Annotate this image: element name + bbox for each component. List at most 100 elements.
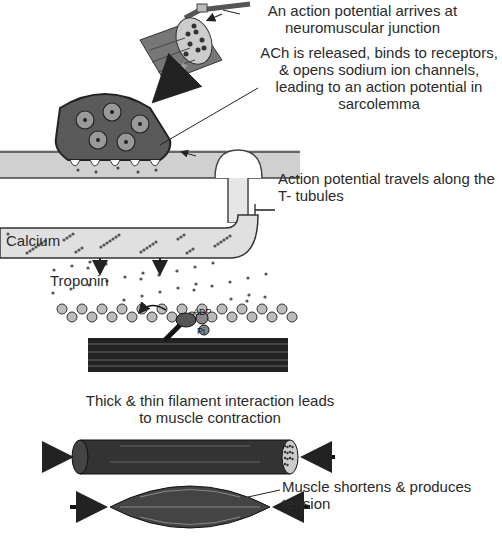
calcium-ion: [104, 262, 107, 265]
calcium-ion: [154, 240, 157, 243]
calcium-ion: [25, 251, 28, 254]
actin-bead: [57, 304, 67, 314]
myofibril-end: [284, 445, 286, 447]
calcium-ion: [216, 242, 219, 245]
calcium-ion: [139, 277, 142, 280]
calcium-ion: [193, 265, 196, 268]
calcium-ion: [28, 249, 31, 252]
myofibril-end: [286, 458, 288, 460]
calcium-ion: [88, 260, 91, 263]
actin-bead: [287, 312, 297, 322]
actin-bead: [67, 312, 77, 322]
calcium-ion: [179, 235, 182, 238]
calcium-ion: [70, 264, 73, 267]
calcium-ion: [219, 240, 222, 243]
myofibril-end: [291, 458, 293, 460]
callout-label: Calcium: [6, 232, 86, 249]
calcium-ion: [114, 235, 117, 238]
filaments: [57, 304, 297, 372]
calcium-ion: [157, 273, 160, 276]
calcium-ion: [117, 233, 120, 236]
myofibril-end: [289, 445, 291, 447]
calcium-ion: [247, 293, 250, 296]
actin-bead: [217, 304, 227, 314]
calcium-ion: [194, 282, 197, 285]
actin-bead: [107, 312, 117, 322]
actin-bead: [87, 312, 97, 322]
myofibril-end: [286, 446, 288, 448]
calcium-ion: [222, 238, 225, 241]
muscle-fiber-top: [140, 4, 250, 95]
calcium-ion: [211, 261, 214, 264]
calcium-ion: [139, 250, 142, 253]
calcium-ion: [141, 271, 144, 274]
callout-label: ACh is released, binds to receptors, & o…: [256, 44, 502, 112]
sarcoplasmic-reticulum: [0, 215, 268, 303]
calcium-ion: [148, 244, 151, 247]
callout-label: Pi: [197, 326, 217, 336]
actin-bead: [177, 304, 187, 314]
calcium-ion: [140, 294, 143, 297]
callout-label: ADP: [193, 307, 223, 317]
myofibril-end: [291, 446, 293, 448]
neuromuscular-junction: [0, 88, 300, 222]
callout-label: Troponin: [50, 272, 140, 289]
callout-label: An action potential arrives at neuromusc…: [250, 2, 475, 36]
calcium-ion: [210, 284, 213, 287]
calcium-ion: [99, 245, 102, 248]
myofibril-end: [286, 452, 288, 454]
actin-bead: [237, 304, 247, 314]
calcium-ion: [245, 299, 248, 302]
calcium-ion: [74, 250, 77, 253]
myofibril-end: [289, 451, 291, 453]
calcium-ion: [176, 237, 179, 240]
myofibril-end: [284, 451, 286, 453]
calcium-ion: [213, 244, 216, 247]
actin-bead: [247, 312, 257, 322]
calcium-ion: [105, 241, 108, 244]
calcium-ion: [65, 236, 68, 239]
callout-label: Thick & thin filament interaction leads …: [80, 392, 340, 426]
calcium-ion: [123, 275, 126, 278]
calcium-ion: [68, 234, 71, 237]
calcium-ion: [111, 237, 114, 240]
calcium-ion: [264, 272, 267, 275]
calcium-ion: [80, 246, 83, 249]
actin-bead: [167, 312, 177, 322]
calcium-ion: [122, 298, 125, 301]
calcium-ion: [246, 276, 249, 279]
calcium-ion: [71, 232, 74, 235]
calcium-ion: [228, 234, 231, 237]
calcium-ion: [62, 238, 65, 241]
calcium-ion: [102, 243, 105, 246]
actin-bead: [147, 312, 157, 322]
calcium-ion: [175, 269, 178, 272]
calcium-ion: [263, 295, 266, 298]
contracting-fiber: [42, 440, 335, 474]
actin-bead: [227, 312, 237, 322]
callout-label: Action potential travels along the T- tu…: [278, 170, 498, 204]
calcium-ion: [229, 297, 232, 300]
calcium-ion: [145, 246, 148, 249]
myofibril-end: [286, 464, 288, 466]
calcium-ion: [188, 249, 191, 252]
calcium-ion: [182, 233, 185, 236]
calcium-ion: [191, 247, 194, 250]
actin-bead: [127, 312, 137, 322]
actin-bead: [117, 304, 127, 314]
whole-muscle: [70, 486, 310, 528]
calcium-ion: [86, 266, 89, 269]
calcium-ion: [142, 248, 145, 251]
calcium-ion: [225, 236, 228, 239]
calcium-ion: [51, 291, 54, 294]
calcium-ion: [192, 288, 195, 291]
actin-bead: [267, 312, 277, 322]
myofibril-end: [291, 452, 293, 454]
callout-label: Muscle shortens & produces tension: [282, 478, 482, 512]
actin-bead: [77, 304, 87, 314]
myofibril-end: [284, 457, 286, 459]
calcium-ion: [228, 280, 231, 283]
calcium-ion: [151, 242, 154, 245]
actin-bead: [97, 304, 107, 314]
